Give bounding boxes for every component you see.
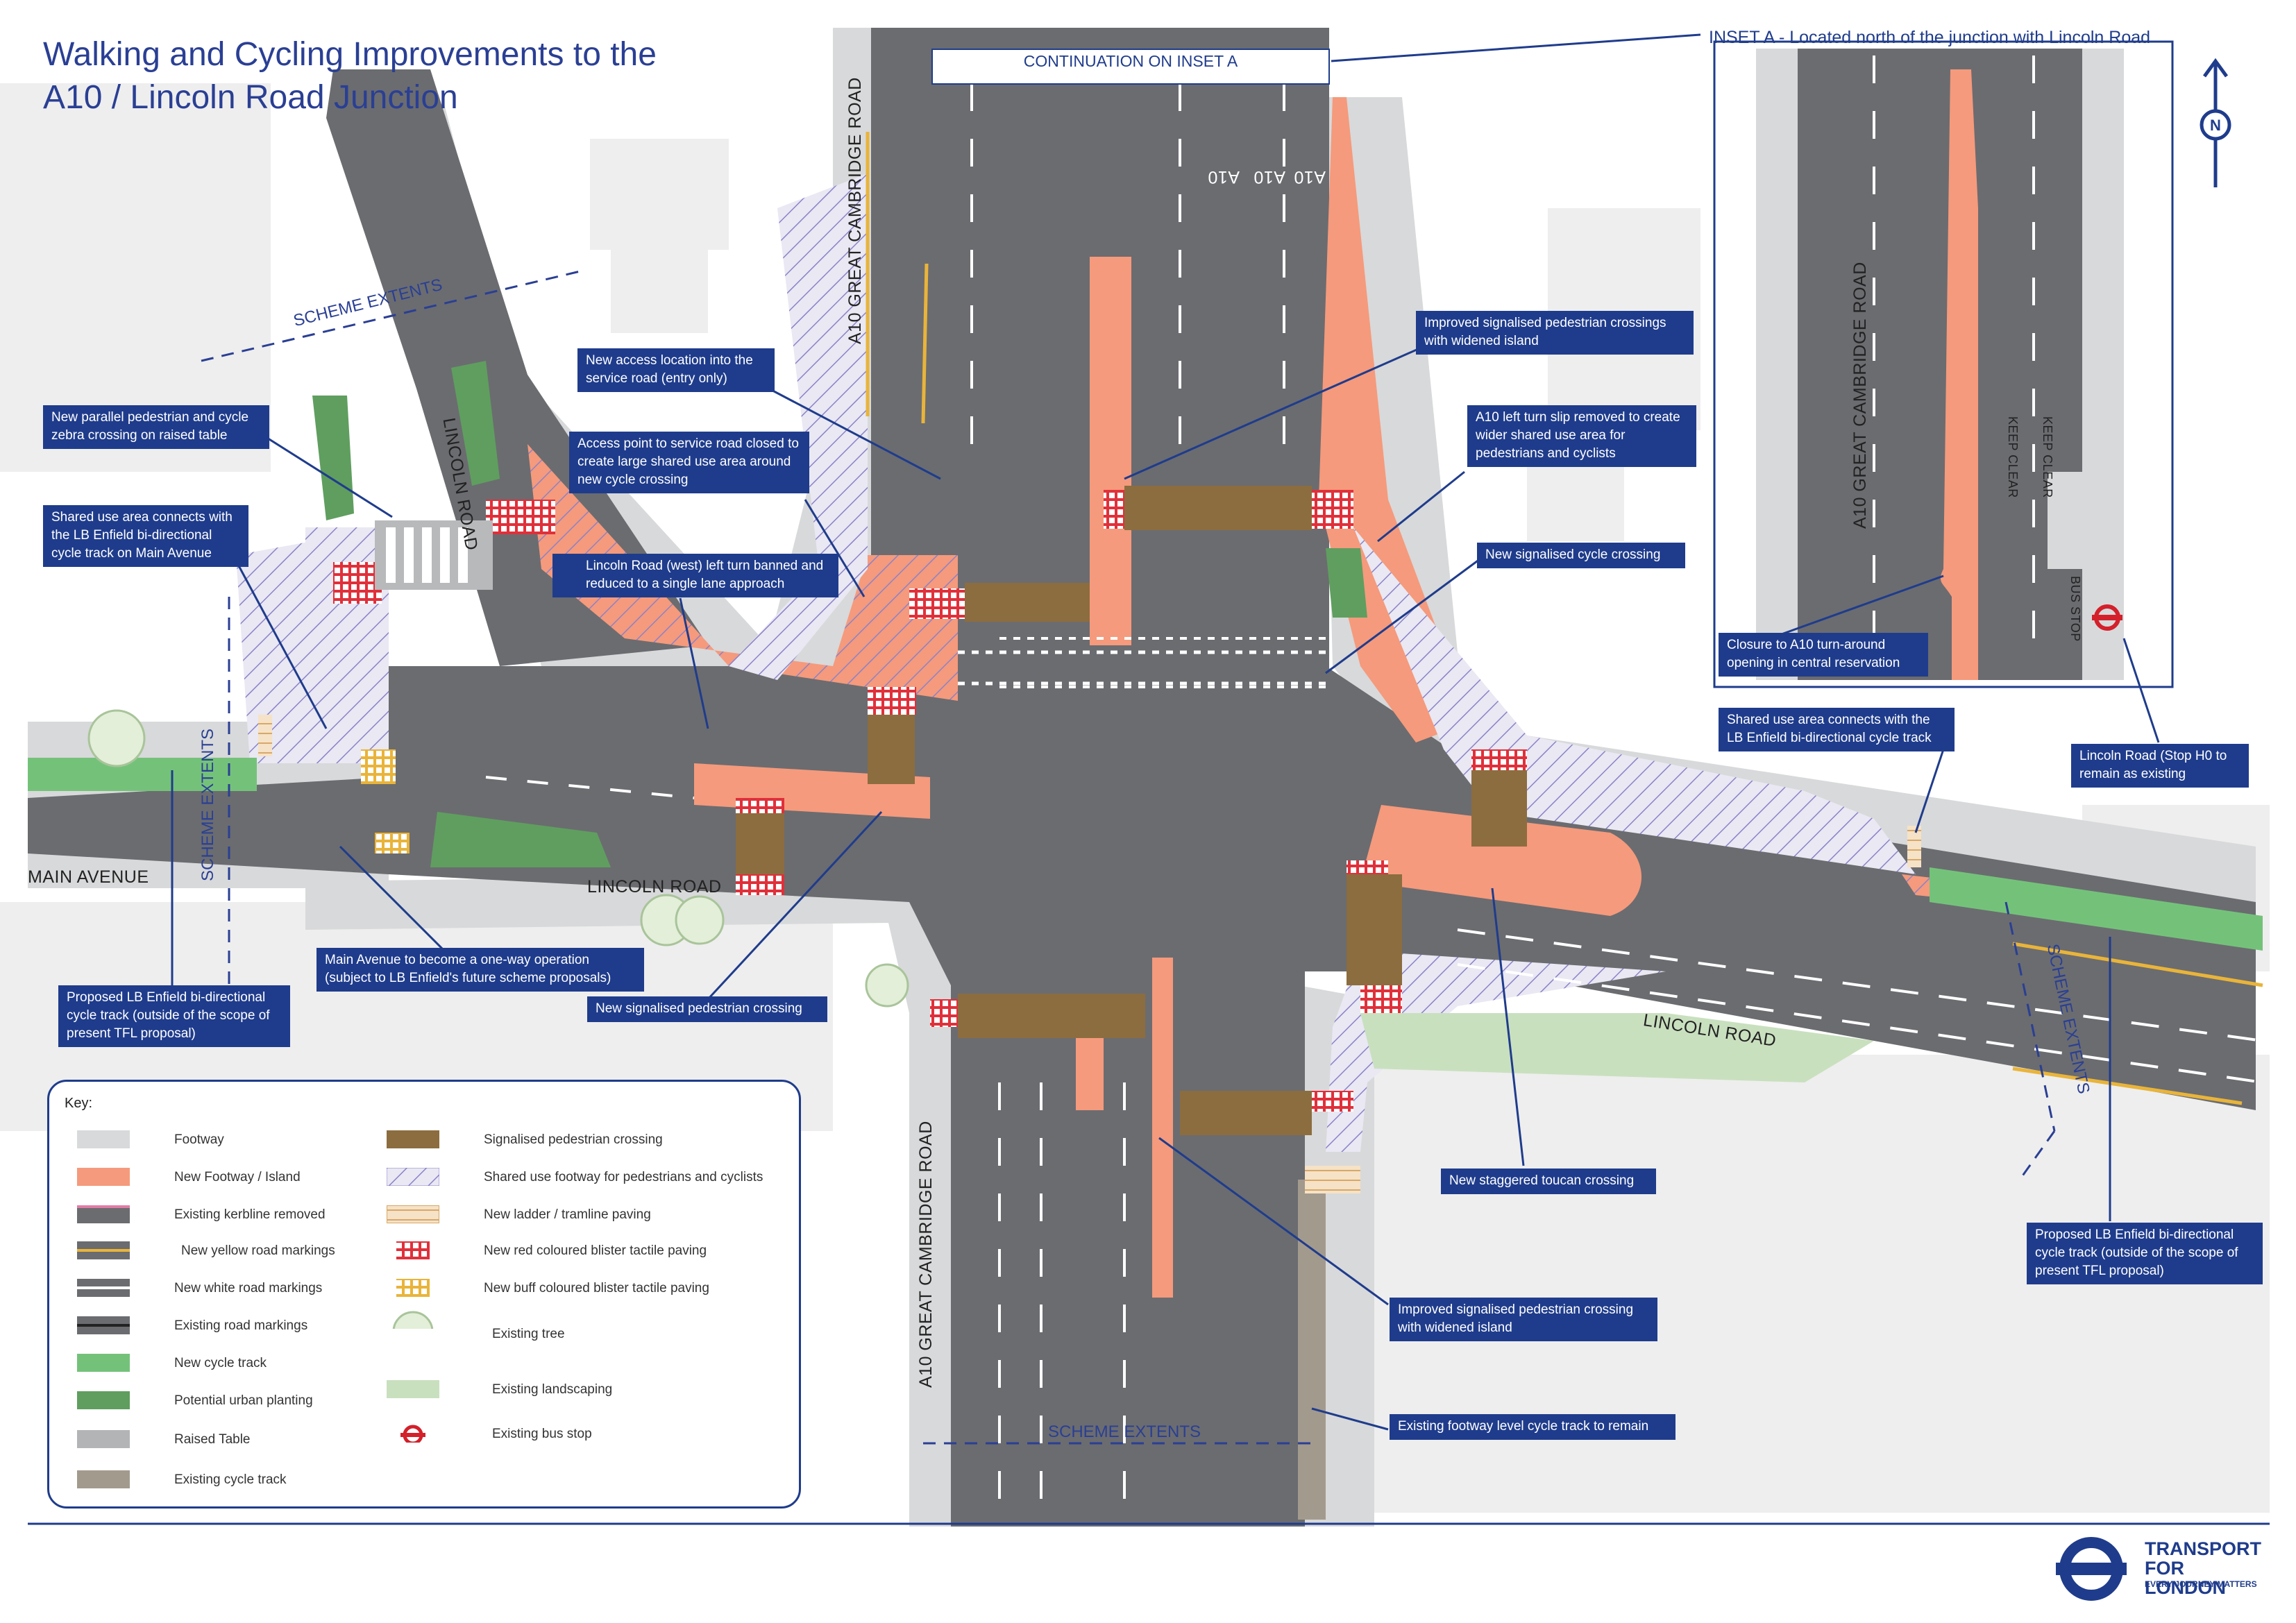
key-label: Potential urban planting [174, 1393, 313, 1408]
ladder-paving-swatch [387, 1205, 439, 1223]
cycle-tracks [28, 758, 2263, 1520]
key-label: Existing bus stop [492, 1427, 592, 1441]
tree-icon [392, 1311, 434, 1329]
callout-access-closed: Access point to service road closed to c… [569, 432, 809, 493]
callout-new-ped-crossing: New signalised pedestrian crossing [587, 996, 827, 1022]
yellow-markings-swatch [77, 1241, 130, 1259]
key-label: New cycle track [174, 1356, 267, 1370]
inset-bus-stop-marking: BUS STOP [2068, 576, 2082, 642]
planting [312, 361, 1874, 1082]
key-label: New red coloured blister tactile paving [484, 1243, 707, 1258]
scheme-extents-west: SCHEME EXTENTS [199, 728, 217, 881]
callout-shared-use-main-avenue: Shared use area connects with the LB Enf… [43, 505, 248, 567]
lane-marking-a10-3: A10 [1294, 167, 1326, 187]
road-label-a10-north: A10 GREAT CAMBRIDGE ROAD [845, 77, 865, 344]
road-label-inset-a10: A10 GREAT CAMBRIDGE ROAD [1850, 262, 1870, 529]
tfl-line1: TRANSPORT [2145, 1538, 2261, 1559]
callout-lb-enfield-east: Proposed LB Enfield bi-directional cycle… [2027, 1223, 2263, 1284]
road-label-lincoln-west: LINCOLN ROAD [587, 877, 722, 897]
tfl-wordmark: TRANSPORT FOR LONDON [2145, 1539, 2268, 1597]
key-label: Shared use footway for pedestrians and c… [484, 1170, 763, 1184]
tfl-roundel-icon [2056, 1537, 2127, 1601]
inset-keep-clear-1: KEEP CLEAR [2006, 416, 2020, 498]
raised-table-swatch [77, 1430, 130, 1448]
scheme-extent-lines [201, 269, 2056, 1445]
callout-shared-use-east: Shared use area connects with the LB Enf… [1719, 708, 1955, 751]
zebra-crossing [375, 520, 493, 590]
callout-parallel-crossing: New parallel pedestrian and cycle zebra … [43, 405, 269, 449]
callout-staggered-toucan: New staggered toucan crossing [1441, 1169, 1656, 1194]
callout-leaders [171, 33, 2160, 1431]
key-label: New ladder / tramline paving [484, 1207, 651, 1222]
existing-markings-swatch [77, 1316, 130, 1334]
white-markings-swatch [77, 1279, 130, 1297]
shared-use-swatch [387, 1168, 439, 1186]
red-tactile-swatch [396, 1241, 430, 1259]
scheme-extents-south: SCHEME EXTENTS [1048, 1422, 1201, 1441]
kerbline-removed-swatch [77, 1205, 130, 1223]
key-label: New buff coloured blister tactile paving [484, 1281, 709, 1295]
callout-closure-turnaround: Closure to A10 turn-around opening in ce… [1719, 633, 1928, 677]
tfl-line2: FOR LONDON [2145, 1558, 2226, 1598]
road-label-main-avenue: MAIN AVENUE [28, 867, 149, 887]
key-label: Existing tree [492, 1327, 565, 1341]
key-label: Raised Table [174, 1432, 251, 1447]
new-footway-swatch [77, 1168, 130, 1186]
road-markings [485, 83, 2263, 1513]
signalised-crossing-swatch [387, 1130, 439, 1148]
callout-existing-cycle-track: Existing footway level cycle track to re… [1390, 1414, 1675, 1440]
tactile-paving [258, 490, 1921, 1193]
page-title-line2: A10 / Lincoln Road Junction [43, 79, 458, 116]
key-label: New white road markings [174, 1281, 323, 1295]
callout-bus-stop-h0: Lincoln Road (Stop H0 to remain as exist… [2071, 744, 2249, 788]
landscaping-swatch [387, 1380, 439, 1398]
inset-a [1713, 40, 2174, 688]
page-title: Walking and Cycling Improvements to the … [43, 33, 657, 119]
lane-marking-a10-2: A10 [1253, 167, 1285, 187]
bus-stop-icon [2092, 604, 2122, 631]
callout-slip-removed: A10 left turn slip removed to create wid… [1467, 405, 1696, 467]
tfl-tagline: EVERY JOURNEY MATTERS [2145, 1579, 2257, 1589]
callout-improved-crossing-south: Improved signalised pedestrian crossing … [1390, 1298, 1657, 1341]
lane-marking-a10-1: A10 [1208, 167, 1240, 187]
north-arrow-icon: N [2200, 58, 2231, 187]
map-key: Key: Footway New Footway / Island Existi… [47, 1080, 801, 1509]
callout-lb-enfield-west: Proposed LB Enfield bi-directional cycle… [58, 985, 290, 1047]
key-label: Existing road markings [174, 1318, 308, 1333]
callout-improved-crossings-north: Improved signalised pedestrian crossings… [1416, 311, 1694, 355]
key-label: New Footway / Island [174, 1170, 301, 1184]
key-label: Existing kerbline removed [174, 1207, 326, 1222]
callout-new-cycle-crossing: New signalised cycle crossing [1477, 543, 1685, 568]
page-title-line1: Walking and Cycling Improvements to the [43, 36, 657, 73]
callout-new-access: New access location into the service roa… [577, 348, 775, 392]
road-label-a10-south: A10 GREAT CAMBRIDGE ROAD [916, 1121, 936, 1388]
inset-keep-clear-2: KEEP CLEAR [2041, 416, 2054, 498]
cycle-track-swatch [77, 1354, 130, 1372]
existing-cycle-track-swatch [77, 1470, 130, 1488]
cycle-crossing-dashes [958, 650, 1333, 686]
north-label: N [2210, 117, 2221, 134]
tfl-logo: TRANSPORT FOR LONDON EVERY JOURNEY MATTE… [2053, 1531, 2268, 1607]
key-label: Existing landscaping [492, 1382, 613, 1397]
callout-main-avenue-one-way: Main Avenue to become a one-way operatio… [316, 948, 644, 992]
buff-tactile-swatch [396, 1279, 430, 1297]
signalised-crossings [736, 486, 1527, 1135]
bus-stop-icon [400, 1425, 425, 1443]
key-title: Key: [65, 1096, 93, 1111]
key-label: Existing cycle track [174, 1472, 287, 1487]
continuation-box: CONTINUATION ON INSET A [931, 49, 1330, 85]
inset-title: INSET A - Located north of the junction … [1709, 28, 2151, 47]
existing-trees [87, 709, 909, 1008]
key-label: New yellow road markings [181, 1243, 335, 1258]
key-label: Footway [174, 1132, 224, 1147]
yellow-markings [866, 132, 2263, 1105]
key-label: Signalised pedestrian crossing [484, 1132, 663, 1147]
footway-swatch [77, 1130, 130, 1148]
planting-swatch [77, 1391, 130, 1409]
callout-left-turn-banned: Lincoln Road (west) left turn banned and… [552, 554, 838, 597]
